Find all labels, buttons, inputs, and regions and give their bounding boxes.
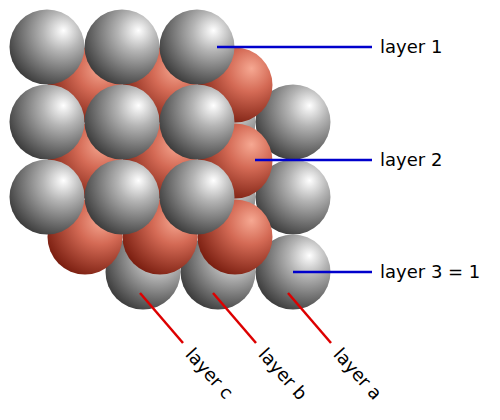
layer-1-spheres xyxy=(10,10,235,235)
leader-line xyxy=(293,271,372,274)
stacking-label: layer c xyxy=(182,345,236,402)
layer-2-spheres xyxy=(48,48,273,275)
layer-label: layer 2 xyxy=(380,151,442,169)
leader-line xyxy=(213,293,256,343)
sphere xyxy=(85,85,160,160)
sphere xyxy=(160,160,235,235)
stacking-label: layer b xyxy=(255,345,310,403)
leader-line xyxy=(217,46,372,49)
sphere xyxy=(160,85,235,160)
sphere xyxy=(85,160,160,235)
leader-line xyxy=(140,293,183,343)
sphere xyxy=(85,10,160,85)
layer-label: layer 1 xyxy=(380,38,442,56)
sphere xyxy=(10,85,85,160)
leader-lines xyxy=(140,47,372,343)
leader-line xyxy=(255,159,372,162)
leader-line xyxy=(288,293,331,343)
sphere xyxy=(10,160,85,235)
stacking-label: layer a xyxy=(330,345,385,403)
layer-label: layer 3 = 1 xyxy=(380,263,480,281)
sphere xyxy=(10,10,85,85)
